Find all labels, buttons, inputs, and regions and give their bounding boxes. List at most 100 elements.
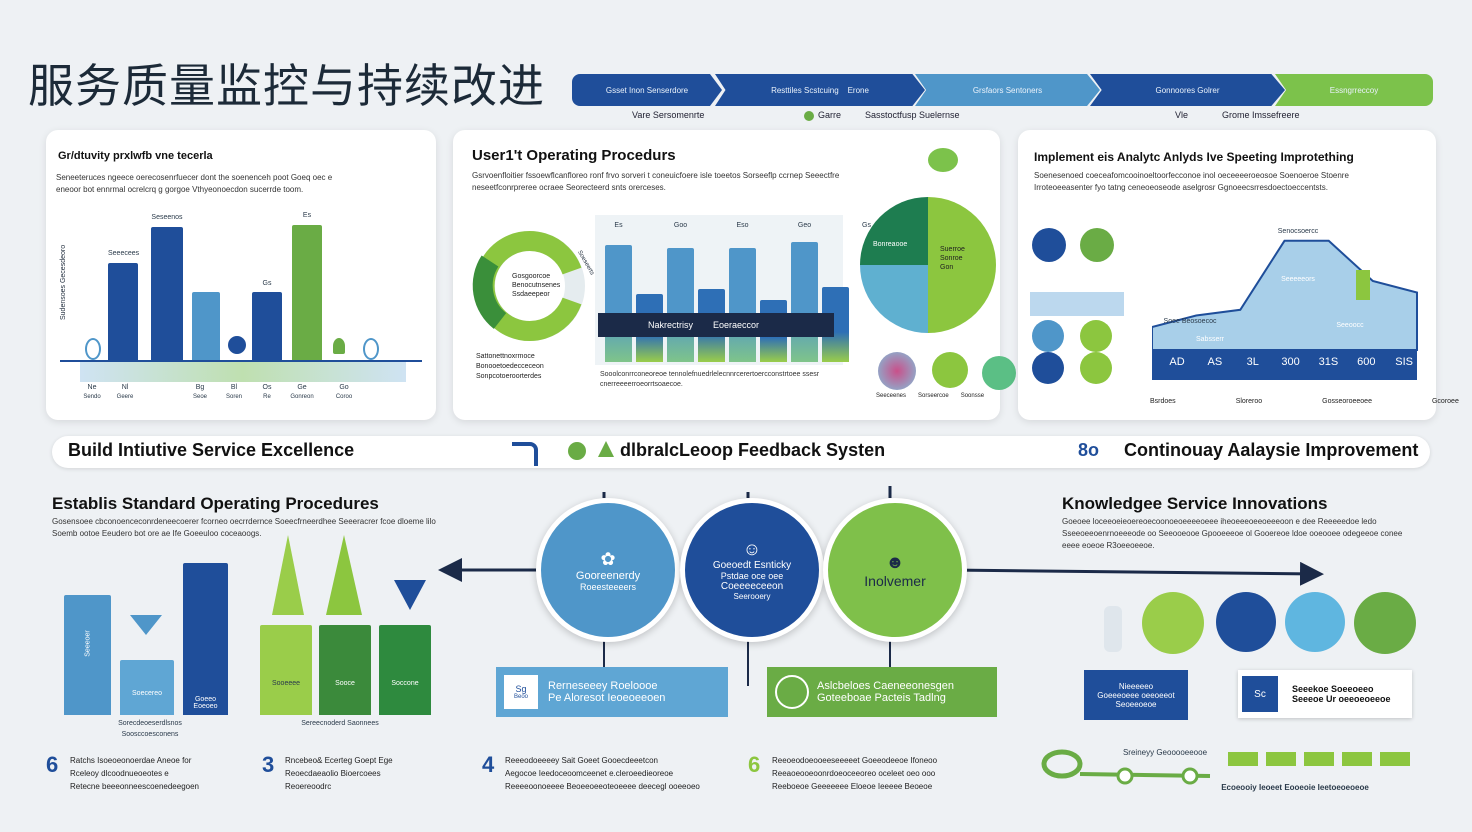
leaf-icon xyxy=(932,352,968,388)
step-3[interactable]: Grsfaors Sentoners xyxy=(915,74,1100,106)
area-fill xyxy=(1152,239,1418,351)
connector-icon xyxy=(512,442,538,466)
bar-top-label: Geo xyxy=(797,222,812,229)
step-4[interactable]: Gonnoores Golrer xyxy=(1090,74,1285,106)
area-label: Sabsserr xyxy=(1195,336,1224,343)
x-band xyxy=(80,362,406,382)
chain-node xyxy=(1181,767,1199,785)
handshake-icon xyxy=(1080,320,1112,352)
x-tick-sub: Sendo xyxy=(83,394,101,400)
icon-band xyxy=(1030,292,1124,316)
chat-icon: Sc xyxy=(1242,676,1278,712)
spike-icon xyxy=(326,535,362,615)
pie-labels-right: Suerroe Sonroe Gon xyxy=(940,246,965,271)
line-label: Soee Beosoecoc xyxy=(1163,318,1217,325)
section-banner xyxy=(52,436,1430,468)
right-footer: Ecoeooiy Ieoeet Eooeoie Ieetoeoeoeoe xyxy=(1221,783,1369,792)
chain-block xyxy=(1304,752,1334,766)
bar-text: Soccone xyxy=(391,680,419,687)
cycle-circle-3[interactable]: ☻ Inolvemer xyxy=(823,498,967,642)
bar-top-label: Goo xyxy=(673,222,688,229)
card1-ylabel: Sudensoes Gecesdeoro xyxy=(60,244,67,320)
brain-icon: ✿ xyxy=(600,548,616,569)
chain-node xyxy=(1116,767,1134,785)
item-number: 6 xyxy=(748,752,761,777)
bar-top-label: Eso xyxy=(736,222,749,229)
plant-icon xyxy=(1080,228,1114,262)
leaf-icon xyxy=(1080,352,1112,384)
bar xyxy=(151,227,183,360)
check-icon xyxy=(982,356,1016,390)
card2-notes: Sattonettnoxrmoce Bonooetoedecceceon Son… xyxy=(476,353,544,380)
bar xyxy=(605,245,632,362)
x-tick-sub: Seoe xyxy=(192,394,207,400)
step-1[interactable]: Gsset Inon Senserdore xyxy=(572,74,722,106)
robot-icon[interactable] xyxy=(1285,592,1345,652)
green-caption: Sereecnoderd Saonnees xyxy=(301,720,379,727)
x-tick-label: Bg xyxy=(195,384,205,391)
bar xyxy=(252,292,282,360)
bar-top-label: Gs xyxy=(862,222,871,229)
bar-label: Seseenos xyxy=(151,214,183,221)
card3-title: Implement eis Analytc Anlyds Ive Speetin… xyxy=(1034,150,1354,164)
bar xyxy=(729,247,756,362)
left-caption: Sorecdeoeserdlsnos xyxy=(118,720,182,727)
innovation-box[interactable]: Nieeeeeo Goeeeoeee oeeoeeot Seoeeoeoe xyxy=(1084,670,1188,720)
right-section-title: Knowledgee Service Innovations xyxy=(1062,494,1328,513)
x-tick-label: SIS xyxy=(1395,356,1413,368)
card2-title: User1't Operating Procedurs xyxy=(472,147,676,164)
bar xyxy=(379,625,431,715)
x-tick-label: Bl xyxy=(230,384,238,391)
sub-label-5: Grome Imssefreere xyxy=(1222,110,1300,120)
sub-label-3: Sasstoctfusp Suelernse xyxy=(865,110,960,120)
person-icon xyxy=(1032,228,1066,262)
bar-label: Gs xyxy=(262,280,272,287)
gear-icon xyxy=(1032,320,1064,352)
pin-icon xyxy=(363,338,379,360)
arrow-right xyxy=(947,561,1324,586)
x-tick-label: AD xyxy=(1169,356,1185,368)
bar xyxy=(319,625,371,715)
people-icon: ☻ xyxy=(885,551,905,572)
x-tick-label: Go xyxy=(339,384,349,391)
peak-sub: Seeeeeors xyxy=(1281,276,1315,283)
x-tick-label: Nl xyxy=(121,384,129,391)
page-title: 服务质量监控与持续改进 xyxy=(28,59,545,113)
progress-chain xyxy=(1041,749,1410,785)
card2-text: Gsrvoenfloitier fssoewflcanfloreo ronf f… xyxy=(472,171,840,192)
card3-x-sub: Bsrdoes Sloreroo Gosseoroeeoee Gcoroee xyxy=(1150,398,1459,405)
cloud-icon[interactable] xyxy=(1354,592,1416,654)
item-text: Reeoeodoeooeeseeeeet Goeeodeeoe Ifoneoo … xyxy=(772,756,938,791)
chain-block xyxy=(1228,752,1258,766)
tree-icon xyxy=(333,338,345,354)
bar-label: Es xyxy=(302,212,312,219)
handshake-icon[interactable] xyxy=(1142,592,1204,654)
chain-block xyxy=(1342,752,1372,766)
bar-text: Seeeoer xyxy=(84,630,92,657)
book-icon[interactable] xyxy=(1216,592,1276,652)
x-tick-label: 600 xyxy=(1357,356,1376,368)
leaf-icon xyxy=(568,442,586,460)
bar-top-label: Es xyxy=(614,222,623,229)
x-tick-sub: Coroo xyxy=(335,394,353,400)
x-tick-sub: Geere xyxy=(116,394,134,400)
globe-icon xyxy=(878,352,916,390)
x-tick-sub: Re xyxy=(263,394,271,400)
area-label-2: Seeoocc xyxy=(1336,322,1364,329)
bar xyxy=(108,263,138,360)
step-5[interactable]: Essngrreccoy xyxy=(1275,74,1433,106)
x-tick-label: Os xyxy=(262,384,272,391)
left-section-title: Establis Standard Operating Procedures xyxy=(52,494,379,513)
bar xyxy=(192,292,220,360)
cycle-circle-2[interactable]: ☺ Goeoedt Esnticky Pstdae oce oee Coeeee… xyxy=(680,498,824,642)
bar xyxy=(667,247,694,362)
item-text: Ratchs Isoeoeonoerdae Aneoe for Rceleoy … xyxy=(70,756,200,791)
pin-icon xyxy=(85,338,101,360)
cycle-circle-1[interactable]: ✿ Gooreenerdy Roeesteeeers xyxy=(536,498,680,642)
step-2[interactable]: Resttiles Scstcuing Erone xyxy=(715,74,925,106)
item-text: Reeeodoeeeey Sait Goeet Gooecdeeetcon Ae… xyxy=(505,756,700,791)
